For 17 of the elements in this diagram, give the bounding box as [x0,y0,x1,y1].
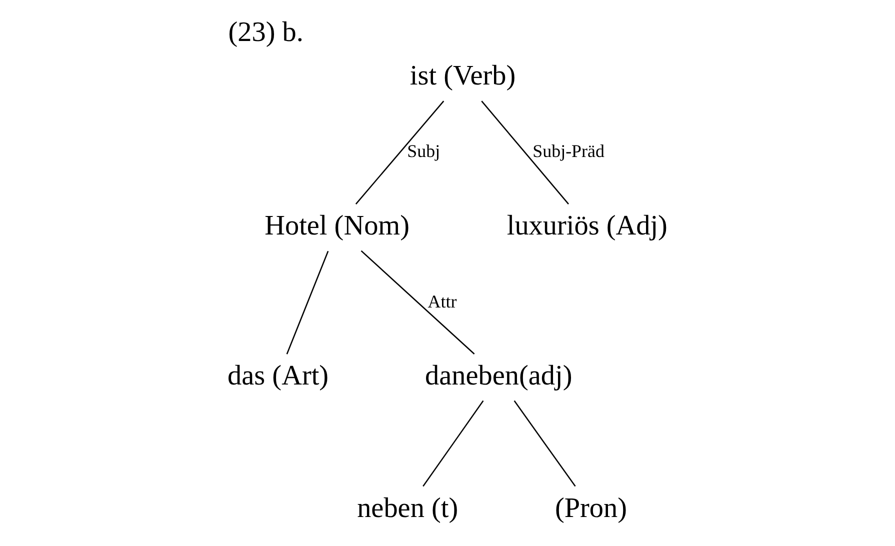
node-text: neben (t) [356,492,458,524]
connector [513,400,576,487]
connector [360,250,474,354]
edge-label: Subj [406,141,440,162]
edge-label: Attr [427,291,456,312]
node-text: (Pron) [554,492,627,524]
connector [286,250,328,354]
node-text: daneben(adj) [424,360,572,392]
edge-label: Subj-Präd [532,141,604,162]
node-text: Hotel (Nom) [264,210,410,242]
connector [422,400,484,487]
node-text: das (Art) [227,360,328,392]
connector [354,100,444,204]
diagram-title: (23) b. [228,16,303,48]
connector [480,100,568,204]
node-text: ist (Verb) [409,60,516,92]
node-text: luxuriös (Adj) [506,210,667,242]
